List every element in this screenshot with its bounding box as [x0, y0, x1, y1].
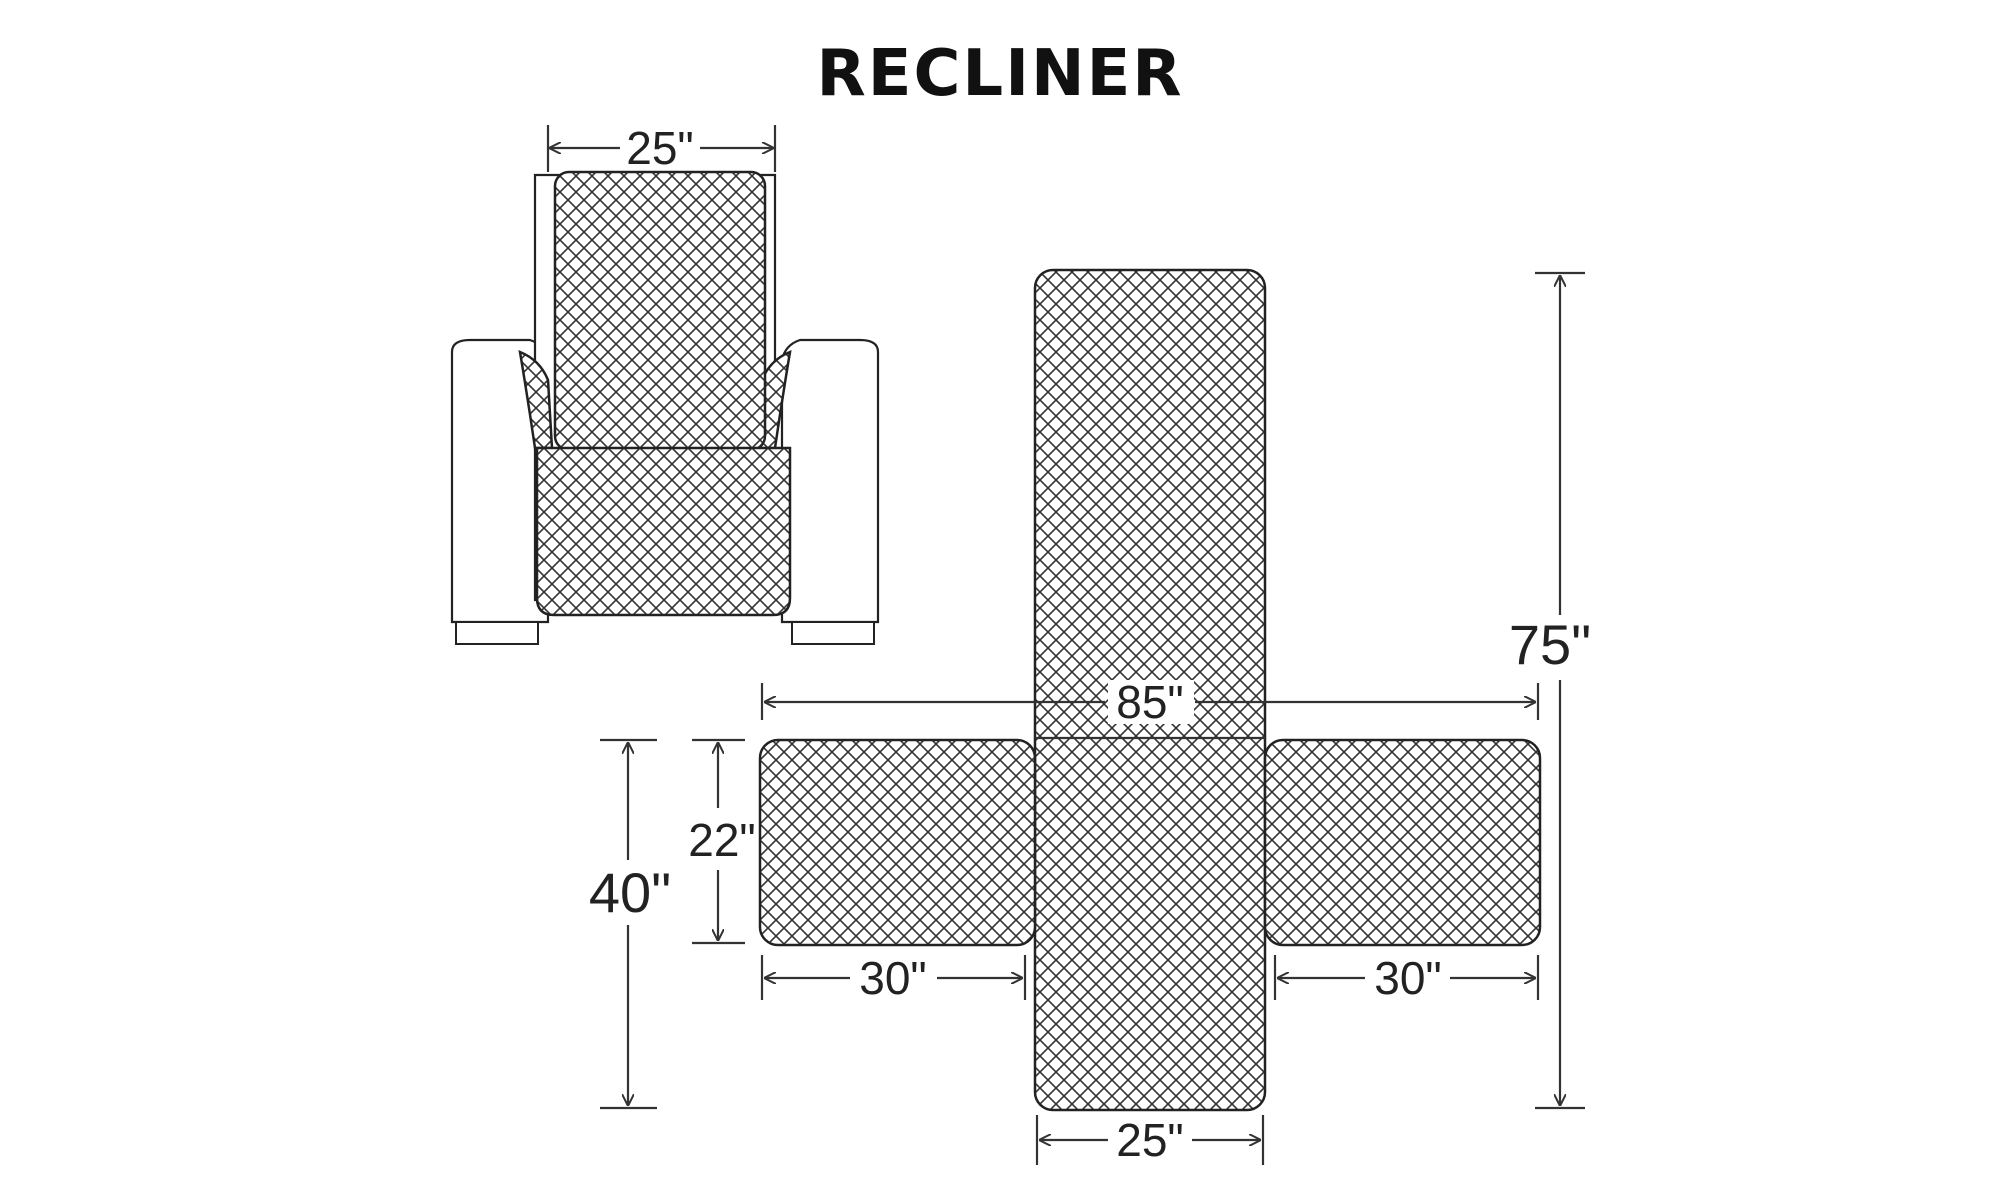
left-arm-panel — [758, 738, 1037, 947]
dim-right-arm-width: 30" — [1374, 952, 1442, 1004]
dim-total-length: 75" — [1509, 613, 1591, 676]
dim-total-width: 85" — [1116, 676, 1184, 728]
right-arm-panel — [1263, 738, 1542, 947]
dim-seat-width: 25" — [1116, 1114, 1184, 1166]
dim-arm-depth: 22" — [688, 814, 756, 866]
dim-arm-side-height: 40" — [589, 861, 671, 924]
dim-chair-back-width: 25" — [626, 122, 694, 174]
dim-left-arm-width: 30" — [859, 952, 927, 1004]
chair-seat-cover — [535, 446, 792, 617]
chair-back-cover — [553, 170, 767, 452]
chair-right-foot — [791, 621, 875, 645]
page-title: RECLINER — [816, 37, 1183, 111]
cover-layout: 75" 85" 22" 40" 30" 30" — [589, 268, 1591, 1166]
chair-right-arm — [780, 338, 880, 624]
chair-left-foot — [455, 621, 539, 645]
chair-illustration: 25" — [450, 122, 880, 645]
chair-left-side-cover — [518, 350, 554, 450]
